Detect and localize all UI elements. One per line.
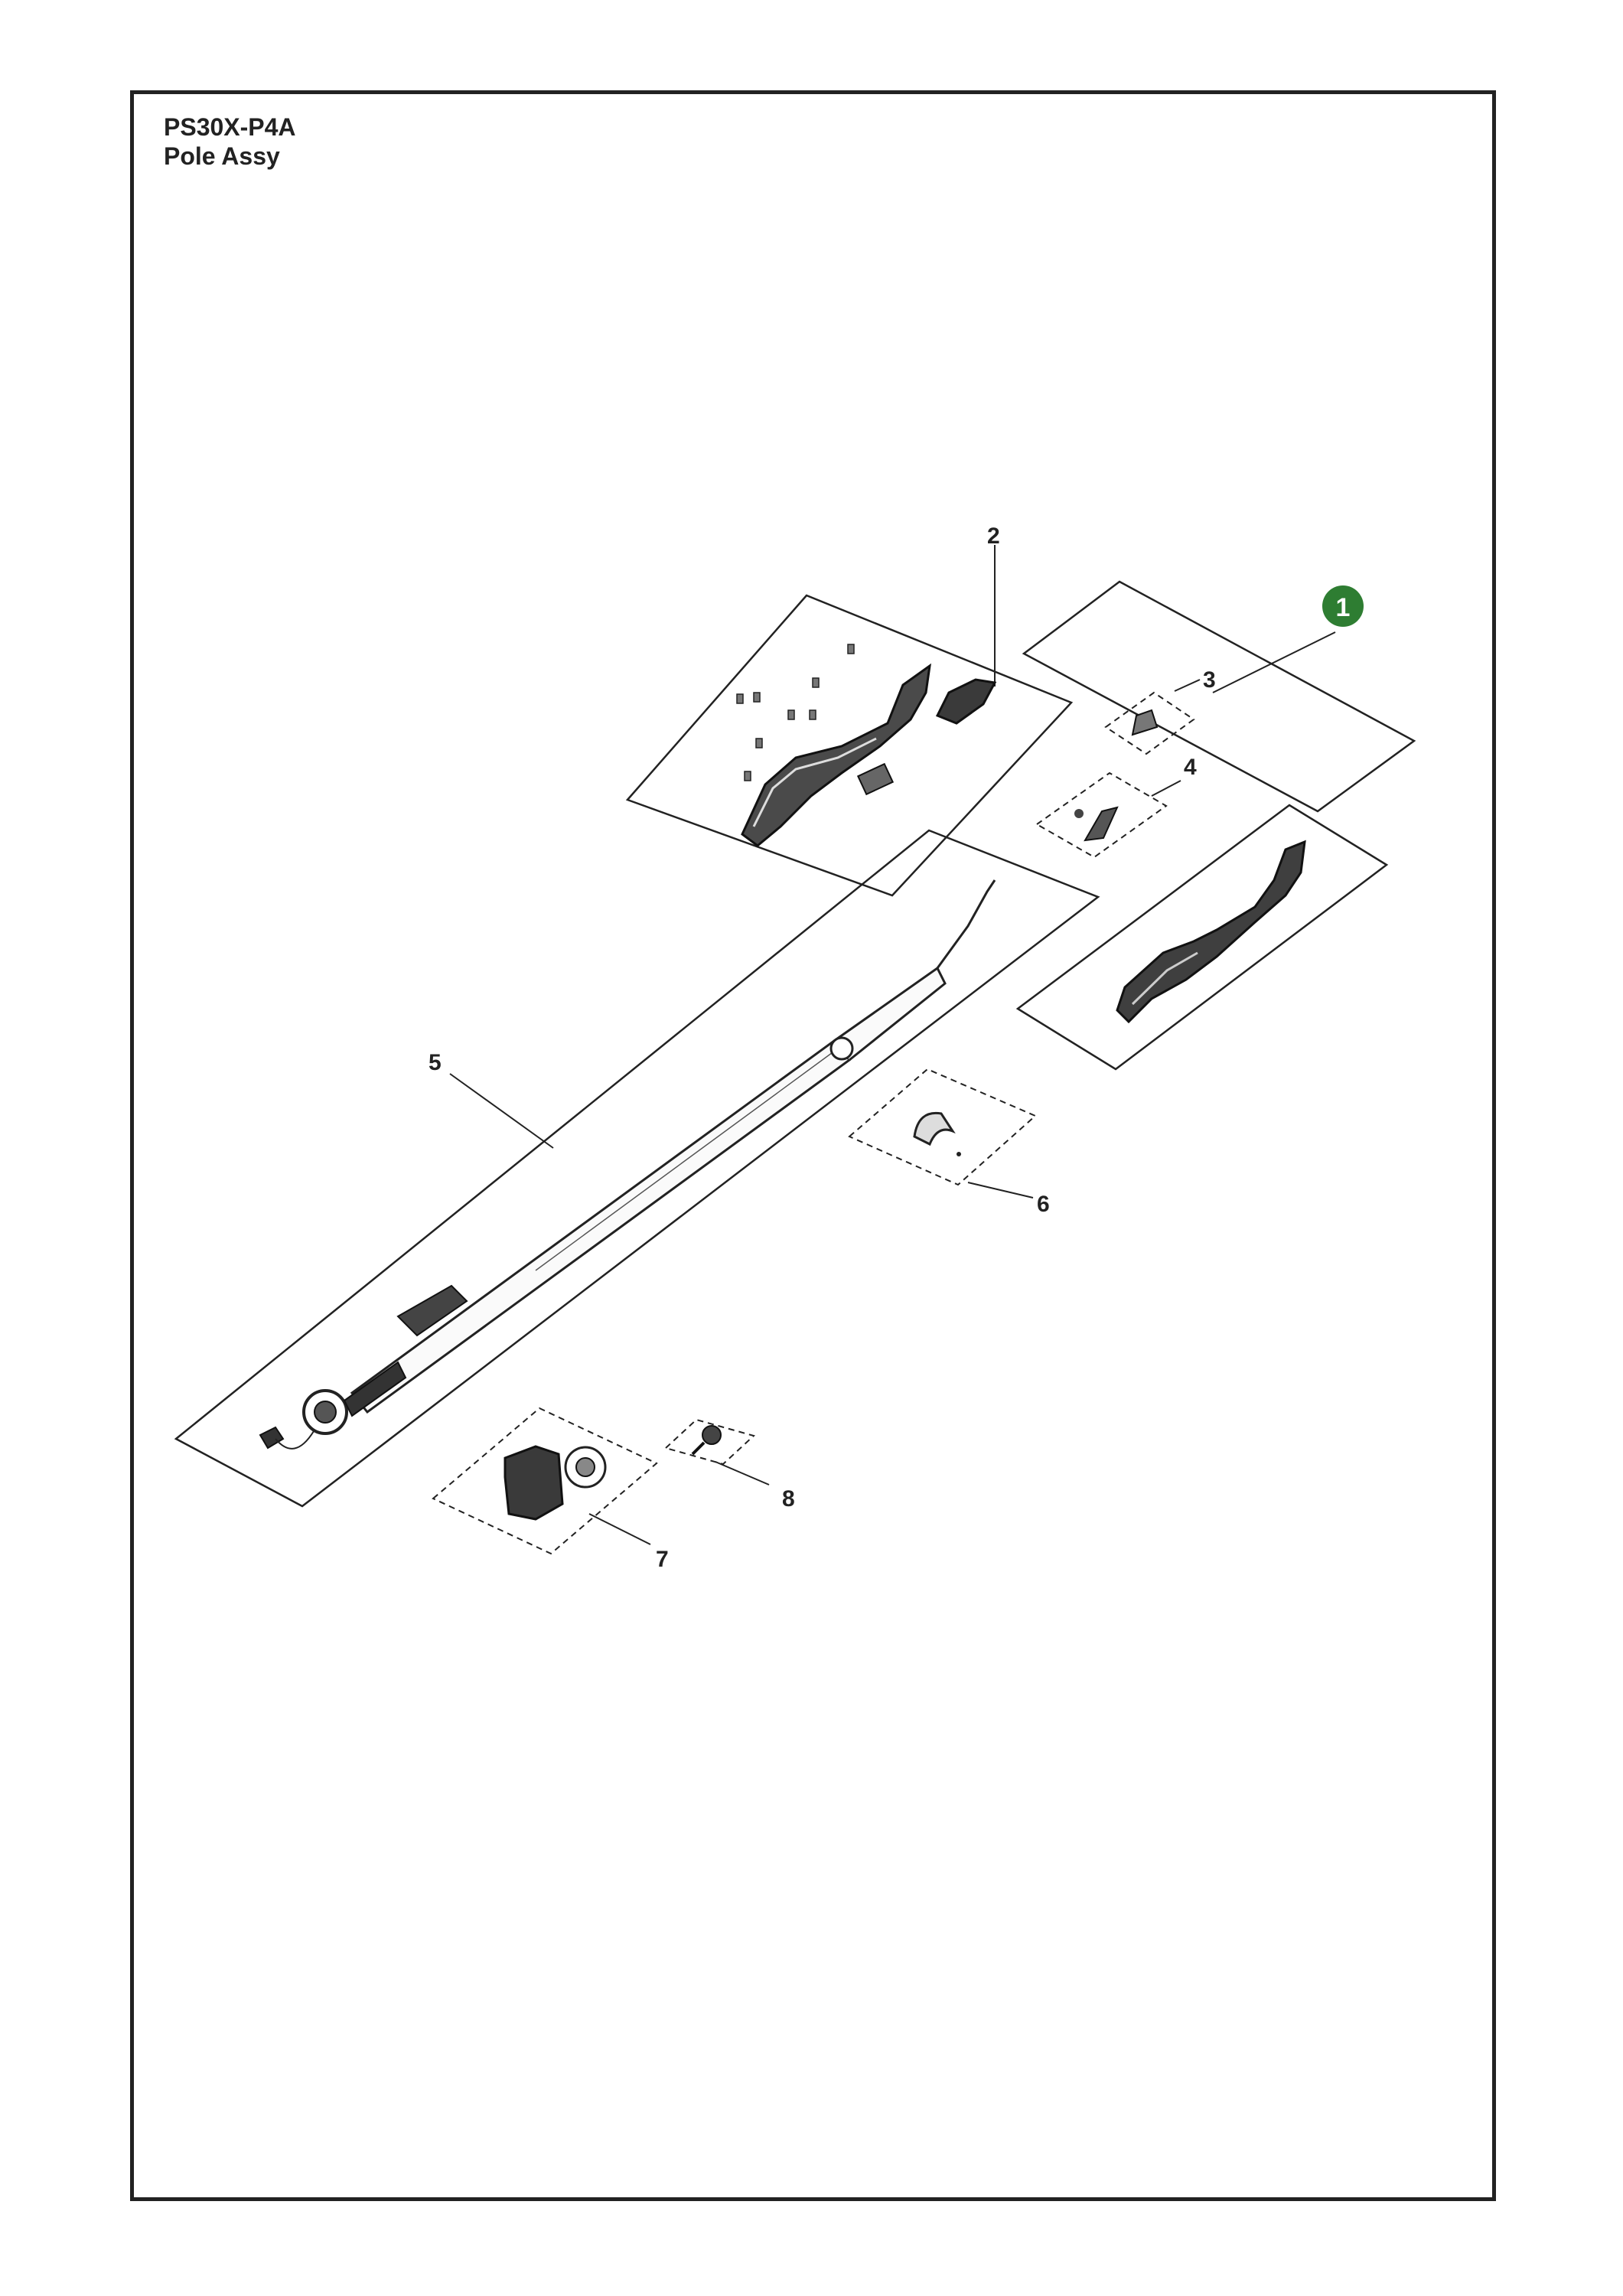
part-6-clamp: [913, 1111, 961, 1156]
callout-5: 5: [429, 1050, 442, 1075]
part-8-box: [664, 1418, 755, 1466]
part-3-box: [1104, 691, 1195, 755]
part-6-box: [848, 1068, 1037, 1186]
part-4-box: [1035, 771, 1168, 859]
part-group-5-outline: [174, 829, 1100, 1508]
part-7-battery-holder: [504, 1445, 607, 1521]
assembly-title: Pole Assy: [164, 142, 280, 170]
part-group-2-outline: [625, 594, 1074, 897]
clip-part: [856, 762, 895, 796]
callout-3: 3: [1203, 667, 1216, 693]
cover-part-2: [935, 678, 997, 725]
part-7-box: [432, 1407, 658, 1555]
handle-group-outline: [1015, 804, 1389, 1071]
screws: [736, 644, 855, 781]
callout-1: 1: [1336, 593, 1351, 622]
rear-handle: [1116, 840, 1306, 1024]
left-housing-half: [741, 663, 931, 847]
callout-2: 2: [987, 523, 1000, 549]
callout-1-badge: [1322, 585, 1364, 627]
telescopic-pole: [259, 879, 996, 1450]
callout-8: 8: [782, 1486, 795, 1512]
drawing-frame: [130, 90, 1496, 2201]
part-4-component: [1074, 806, 1119, 842]
assembly-group-1-outline: [1022, 580, 1416, 813]
callout-4: 4: [1184, 755, 1197, 780]
model-number: PS30X-P4A: [164, 113, 296, 141]
callout-6: 6: [1037, 1192, 1050, 1217]
callout-7: 7: [656, 1547, 669, 1572]
part-3-component: [1131, 709, 1159, 736]
part-8-knob: [691, 1425, 722, 1456]
